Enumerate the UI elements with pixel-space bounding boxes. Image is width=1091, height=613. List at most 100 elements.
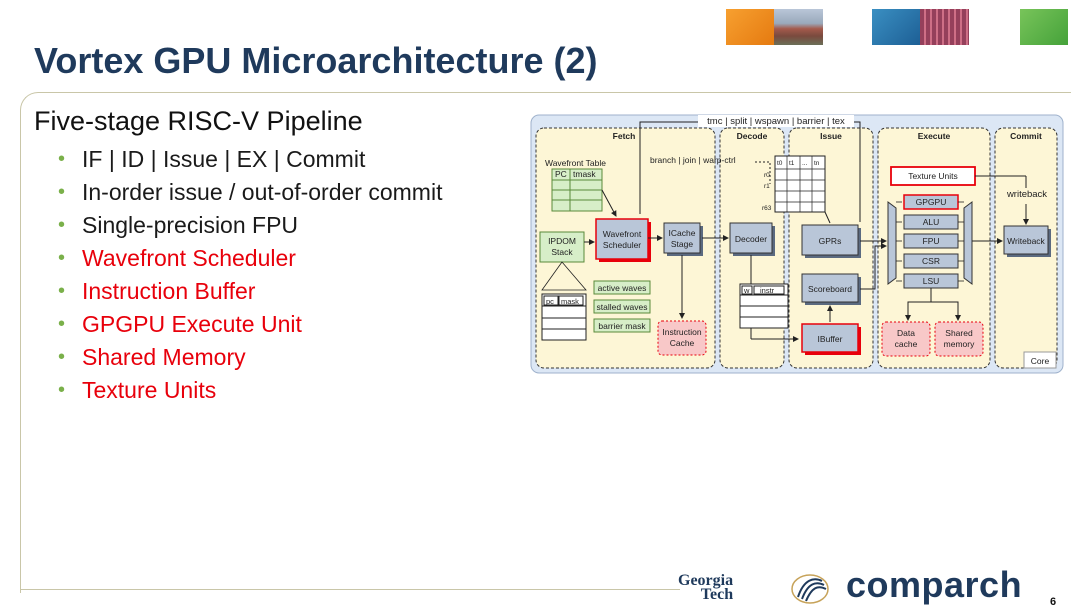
stage-label-execute: Execute xyxy=(918,131,951,141)
footer-divider xyxy=(20,589,680,590)
georgia-tech-logo: Georgia Tech xyxy=(678,572,734,603)
tmask-column-label: tmask xyxy=(573,169,596,179)
slide-subtitle: Five-stage RISC-V Pipeline xyxy=(34,106,363,136)
bullet-list: • IF | ID | Issue | EX | Commit • In-order… xyxy=(58,143,442,407)
scoreboard xyxy=(801,273,859,303)
bullet-text: Texture Units xyxy=(82,377,217,403)
regfile-row-r63: r63 xyxy=(762,205,772,212)
bullet-dot-icon: • xyxy=(58,379,66,401)
regfile-col-t1: t1 xyxy=(789,160,795,167)
wavefront-scheduler-label-line2: Scheduler xyxy=(603,240,641,250)
control-bus-label: tmc | split | wspawn | barrier | tex xyxy=(707,116,845,127)
stage-label-commit: Commit xyxy=(1010,131,1042,141)
stage-label-fetch: Fetch xyxy=(613,131,636,141)
icache-label-line1: ICache xyxy=(669,228,696,238)
fpu-label: FPU xyxy=(923,236,940,246)
stage-label-issue: Issue xyxy=(820,131,842,141)
active-waves xyxy=(593,280,651,295)
wavefront-table-label: Wavefront Table xyxy=(545,158,606,168)
bullet-text: Shared Memory xyxy=(82,344,246,370)
ipdom-stack xyxy=(539,231,585,263)
chip-photo-picture xyxy=(920,9,969,45)
texture-units-label: Texture Units xyxy=(908,171,958,181)
core-label: Core xyxy=(1031,356,1050,366)
data-cache-label-line1: Data xyxy=(897,328,915,338)
page-number: 6 xyxy=(1050,596,1057,608)
orange-tile-picture xyxy=(726,9,774,45)
green-tile-picture xyxy=(1020,9,1068,45)
ipdom-pc-label: pc xyxy=(546,297,554,306)
ibuffer-label: IBuffer xyxy=(818,334,843,344)
bullet-item: • Texture Units xyxy=(58,374,442,407)
blue-tile-picture xyxy=(872,9,920,45)
ibuffer xyxy=(801,323,859,353)
instruction-cache-label-line1: Instruction xyxy=(662,327,701,337)
bullet-dot-icon: • xyxy=(58,181,66,203)
ipdom-label-line1: IPDOM xyxy=(548,236,576,246)
bullet-item: • Single-precision FPU xyxy=(58,209,442,242)
gprs xyxy=(801,224,859,256)
bullet-text: In-order issue / out-of-order commit xyxy=(82,179,443,205)
w-label: w xyxy=(743,286,750,295)
bullet-text: Single-precision FPU xyxy=(82,212,299,238)
shared-memory-label-line2: memory xyxy=(944,339,975,349)
decoder-label: Decoder xyxy=(735,234,767,244)
georgia-tech-logo-line1: Georgia xyxy=(678,572,734,589)
regfile-col-ellipsis: ... xyxy=(802,160,808,167)
icache-label-line2: Stage xyxy=(671,239,693,249)
stage-label-decode: Decode xyxy=(737,131,768,141)
pipeline-diagram: Fetch Decode Issue Execute Commit tmc | … xyxy=(530,114,1064,374)
regfile-row-r1: r1 xyxy=(764,183,770,190)
bullet-item: • Shared Memory xyxy=(58,341,442,374)
active-waves-label: active waves xyxy=(598,283,647,293)
barrier-mask-label: barrier mask xyxy=(598,321,646,331)
regfile-col-tn: tn xyxy=(814,160,820,167)
csr-label: CSR xyxy=(922,256,940,266)
ipdom-mask-label: mask xyxy=(561,297,579,306)
pc-column-label: PC xyxy=(555,169,567,179)
execute-mux-left xyxy=(887,201,897,285)
georgia-tech-emblem-icon xyxy=(791,574,829,604)
writeback-unit xyxy=(1003,225,1049,255)
instr-label: instr xyxy=(760,286,775,295)
execute-mux-right xyxy=(963,201,973,285)
branch-control-label: branch | join | warp-ctrl xyxy=(650,155,736,165)
slide-title: Vortex GPU Microarchitecture (2) xyxy=(34,40,598,81)
content-frame xyxy=(20,92,1071,593)
bullet-dot-icon: • xyxy=(58,313,66,335)
data-cache xyxy=(881,321,931,357)
bullet-item: • GPGPU Execute Unit xyxy=(58,308,442,341)
wavefront-scheduler xyxy=(595,218,649,260)
bullet-dot-icon: • xyxy=(58,247,66,269)
bullet-text: Instruction Buffer xyxy=(82,278,256,304)
bullet-dot-icon: • xyxy=(58,148,66,170)
regfile-row-r0: r0 xyxy=(764,172,770,179)
bullet-dot-icon: • xyxy=(58,214,66,236)
gprs-label: GPRs xyxy=(819,236,842,246)
bullet-dot-icon: • xyxy=(58,346,66,368)
bullet-text: GPGPU Execute Unit xyxy=(82,311,302,337)
lsu-label: LSU xyxy=(923,276,940,286)
gpgpu-label: GPGPU xyxy=(916,197,947,207)
bullet-text: IF | ID | Issue | EX | Commit xyxy=(82,146,366,172)
bullet-item: •Wavefront Scheduler xyxy=(58,242,442,275)
data-cache-label-line2: cache xyxy=(895,339,918,349)
ipdom-label-line2: Stack xyxy=(551,247,573,257)
regfile-col-t0: t0 xyxy=(777,160,783,167)
instruction-cache xyxy=(657,320,707,356)
writeback-label: Writeback xyxy=(1007,236,1045,246)
wavefront-scheduler-label-line1: Wavefront xyxy=(603,229,642,239)
barrier-mask xyxy=(593,318,651,333)
stalled-waves-label: stalled waves xyxy=(596,302,647,312)
scoreboard-label: Scoreboard xyxy=(808,284,852,294)
bullet-item: •Instruction Buffer xyxy=(58,275,442,308)
georgia-tech-logo-line2: Tech xyxy=(700,586,734,603)
comparch-logo: comparch xyxy=(846,564,1023,605)
alu-label: ALU xyxy=(923,217,940,227)
bullet-item: • IF | ID | Issue | EX | Commit xyxy=(58,143,442,176)
writeback-path-label: writeback xyxy=(1006,189,1047,200)
core-label-box xyxy=(1023,351,1057,369)
icache-stage xyxy=(663,222,701,254)
decoder xyxy=(729,222,773,254)
bullet-item: • In-order issue / out-of-order commit xyxy=(58,176,442,209)
